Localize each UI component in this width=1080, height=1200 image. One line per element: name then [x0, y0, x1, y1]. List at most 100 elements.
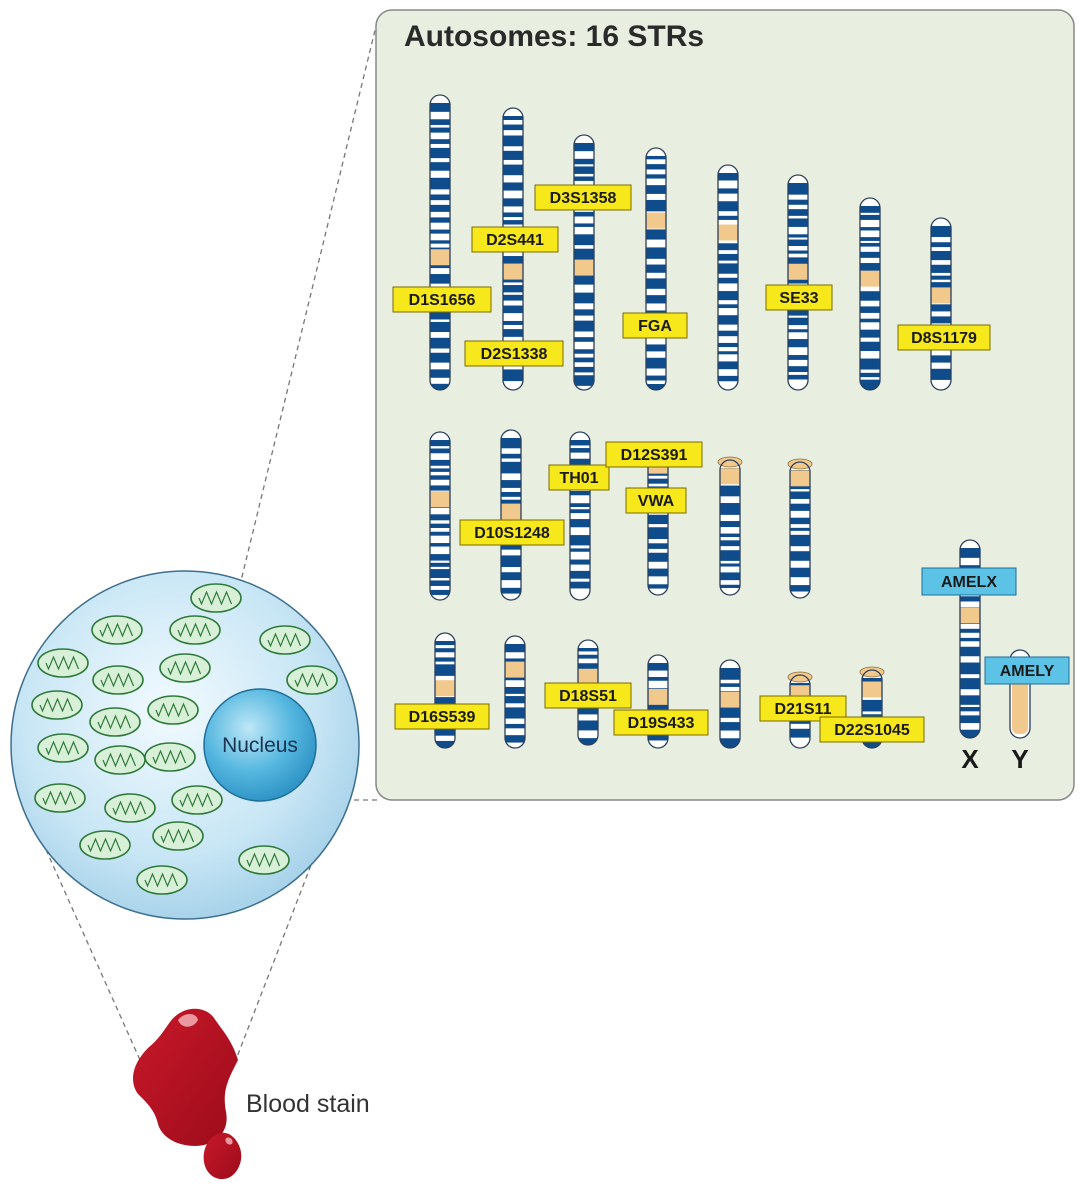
str-label-text: D2S441	[486, 232, 544, 249]
chromosome-8	[930, 217, 952, 391]
centromere	[430, 249, 450, 266]
mitochondrion	[190, 583, 242, 613]
centromere	[720, 468, 740, 485]
sex-chromosome-x-label: X	[961, 744, 979, 774]
mitochondrion	[37, 648, 89, 678]
sex-marker-text: AMELX	[941, 574, 997, 591]
panel-title: Autosomes: 16 STRs	[404, 20, 704, 53]
str-label-text: D2S1338	[481, 346, 548, 363]
chromosome-6	[787, 174, 809, 391]
chromosome-12	[569, 431, 591, 601]
centromere	[435, 680, 455, 697]
mitochondrion	[92, 665, 144, 695]
str-label-d22s1045: D22S1045	[819, 716, 925, 743]
str-label-text: TH01	[559, 470, 598, 487]
chromosome-11	[500, 429, 522, 601]
centromere	[648, 688, 668, 705]
str-label-d10s1248: D10S1248	[459, 519, 565, 546]
chromosome-7	[859, 197, 881, 391]
chromosome-5	[717, 164, 739, 391]
mitochondrion	[147, 695, 199, 725]
str-label-text: D19S433	[628, 715, 695, 732]
str-label-d2s441: D2S441	[471, 226, 559, 253]
chromosome-10	[429, 431, 451, 601]
str-label-vwa: VWA	[625, 487, 687, 514]
str-label-fga: FGA	[622, 312, 688, 339]
str-label-d8s1179: D8S1179	[897, 324, 991, 351]
nucleus	[203, 688, 317, 802]
chromosome-13	[645, 444, 671, 596]
str-label-d18s51: D18S51	[544, 682, 632, 709]
str-label-text: SE33	[779, 290, 818, 307]
str-label-th01: TH01	[548, 464, 610, 491]
mitochondrion	[34, 783, 86, 813]
nucleus-label: Nucleus	[222, 734, 298, 757]
chromosome-15	[787, 458, 813, 599]
centromere	[505, 661, 525, 678]
chromosome-1	[429, 94, 451, 391]
str-label-d2s1338: D2S1338	[464, 340, 564, 367]
centromere	[788, 263, 808, 280]
str-label-text: D22S1045	[834, 722, 910, 739]
mitochondrion	[144, 742, 196, 772]
mitochondrion	[91, 615, 143, 645]
mitochondria	[31, 583, 338, 895]
mitochondrion	[79, 830, 131, 860]
str-label-text: D1S1656	[409, 292, 476, 309]
mitochondrion	[31, 690, 83, 720]
str-label-text: VWA	[638, 493, 675, 510]
str-label-text: D8S1179	[911, 330, 977, 347]
str-label-text: D21S11	[775, 701, 832, 718]
mitochondrion	[94, 745, 146, 775]
chromosome-14	[717, 456, 743, 596]
str-label-d1s1656: D1S1656	[392, 286, 492, 313]
centromere	[960, 607, 980, 624]
mitochondrion	[136, 865, 188, 895]
str-label-text: D16S539	[409, 709, 476, 726]
mitochondrion	[159, 653, 211, 683]
str-label-d3s1358: D3S1358	[534, 184, 632, 211]
centromere	[931, 287, 951, 304]
str-label-text: D18S51	[559, 688, 617, 705]
centromere	[720, 691, 740, 708]
centromere	[646, 212, 666, 229]
str-label-text: D12S391	[621, 447, 688, 464]
chromosome-set	[429, 94, 1031, 749]
chromosome-16	[434, 632, 456, 749]
mitochondrion	[152, 821, 204, 851]
sex-marker-amelx: AMELX	[921, 567, 1017, 596]
sex-marker-text: AMELY	[1000, 663, 1055, 680]
mitochondrion	[171, 785, 223, 815]
blood-stain	[133, 1008, 242, 1180]
mitochondrion	[259, 625, 311, 655]
mitochondrion	[169, 615, 221, 645]
str-label-text: FGA	[638, 318, 672, 335]
str-label-se33: SE33	[765, 284, 833, 311]
mitochondrion	[89, 707, 141, 737]
centromere	[430, 491, 450, 508]
str-label-text: D10S1248	[474, 525, 550, 542]
str-label-d12s391: D12S391	[605, 441, 703, 468]
chromosome-17	[504, 635, 526, 749]
sex-chromosome-y-label: Y	[1011, 744, 1028, 774]
centromere	[860, 270, 880, 287]
centromere	[503, 263, 523, 280]
centromere	[578, 668, 598, 685]
centromere	[501, 503, 521, 520]
str-label-d19s433: D19S433	[613, 709, 709, 736]
blood-stain-label: Blood stain	[246, 1090, 370, 1118]
centromere	[718, 224, 738, 241]
sex-marker-amely: AMELY	[984, 656, 1070, 685]
chromosome-4	[645, 147, 667, 391]
centromere	[862, 681, 882, 698]
centromere	[574, 259, 594, 276]
mitochondrion	[37, 733, 89, 763]
chromosome-20	[719, 659, 741, 749]
mitochondrion	[104, 793, 156, 823]
mitochondrion	[238, 845, 290, 875]
str-label-d16s539: D16S539	[394, 703, 490, 730]
centromere	[790, 470, 810, 487]
chromosome-3	[573, 134, 595, 391]
